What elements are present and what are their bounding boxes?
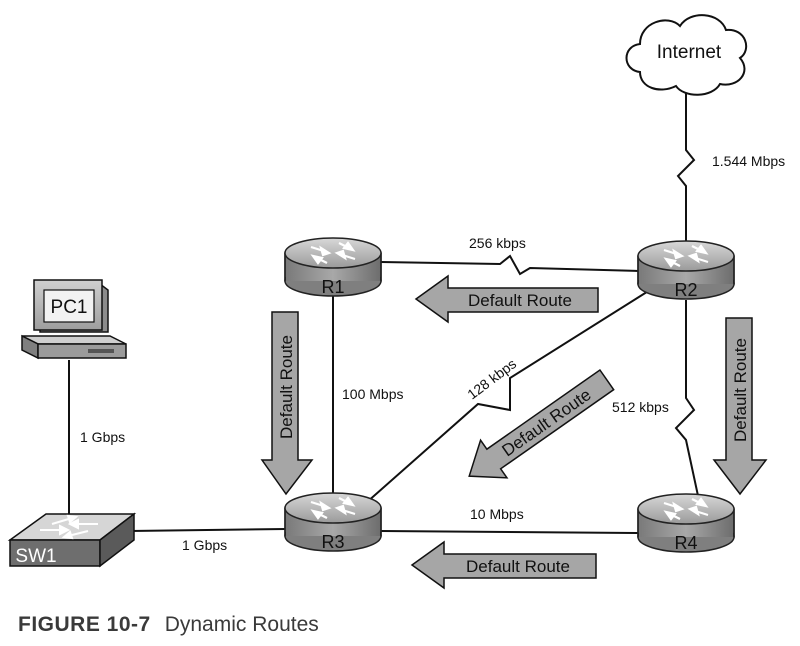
default-route-arrow-r4-r3: Default Route: [410, 540, 597, 590]
default-route-label-r4-r3: Default Route: [466, 557, 570, 576]
speed-internet-r2: 1.544 Mbps: [712, 153, 785, 169]
sw1-switch-icon: SW1: [7, 512, 137, 568]
default-route-label-r1-r3: Default Route: [277, 335, 296, 439]
default-route-arrow-r2-r1: Default Route: [414, 274, 599, 324]
speed-r3-r4: 10 Mbps: [470, 506, 524, 522]
pc1-computer-icon: PC1: [21, 279, 127, 360]
router-r3-icon: R3: [283, 491, 383, 553]
link-r2-r3: [357, 289, 651, 511]
default-route-label-r2-r1: Default Route: [468, 291, 572, 310]
link-speed-labels: 1.544 Mbps 256 kbps 128 kbps 512 kbps 10…: [80, 153, 785, 553]
internet-label: Internet: [657, 42, 722, 63]
speed-r1-r2: 256 kbps: [469, 235, 526, 251]
speed-r2-r4: 512 kbps: [612, 399, 669, 415]
speed-pc1-sw1: 1 Gbps: [80, 429, 125, 445]
network-diagram: Internet PC1 SW1 R1 R2 R3: [7, 14, 785, 590]
link-internet-r2: [676, 92, 696, 258]
router-r1-icon: R1: [283, 236, 383, 298]
default-route-label-r2-r3: Default Route: [498, 385, 594, 460]
pc1-label: PC1: [51, 297, 88, 318]
links: [68, 92, 701, 534]
default-route-label-r2-r4: Default Route: [731, 338, 750, 442]
r4-label: R4: [674, 533, 697, 553]
link-sw1-r3: [129, 528, 287, 532]
default-route-arrow-r1-r3: Default Route: [260, 311, 314, 496]
router-r2-icon: R2: [636, 239, 736, 301]
r2-label: R2: [674, 280, 697, 300]
speed-sw1-r3: 1 Gbps: [182, 537, 227, 553]
r1-label: R1: [321, 277, 344, 297]
r3-label: R3: [321, 532, 344, 552]
sw1-label: SW1: [15, 546, 56, 567]
figure-caption: FIGURE 10-7 Dynamic Routes: [18, 613, 319, 637]
default-route-arrow-r2-r4: Default Route: [712, 317, 768, 496]
figure-title: Dynamic Routes: [164, 613, 319, 636]
link-r1-r2: [379, 254, 641, 276]
link-r3-r4: [377, 530, 641, 534]
router-r4-icon: R4: [636, 492, 736, 554]
internet-cloud-icon: Internet: [625, 14, 748, 96]
speed-r1-r3: 100 Mbps: [342, 386, 403, 402]
link-r2-r4: [674, 300, 701, 506]
figure-number: FIGURE 10-7: [18, 613, 151, 636]
